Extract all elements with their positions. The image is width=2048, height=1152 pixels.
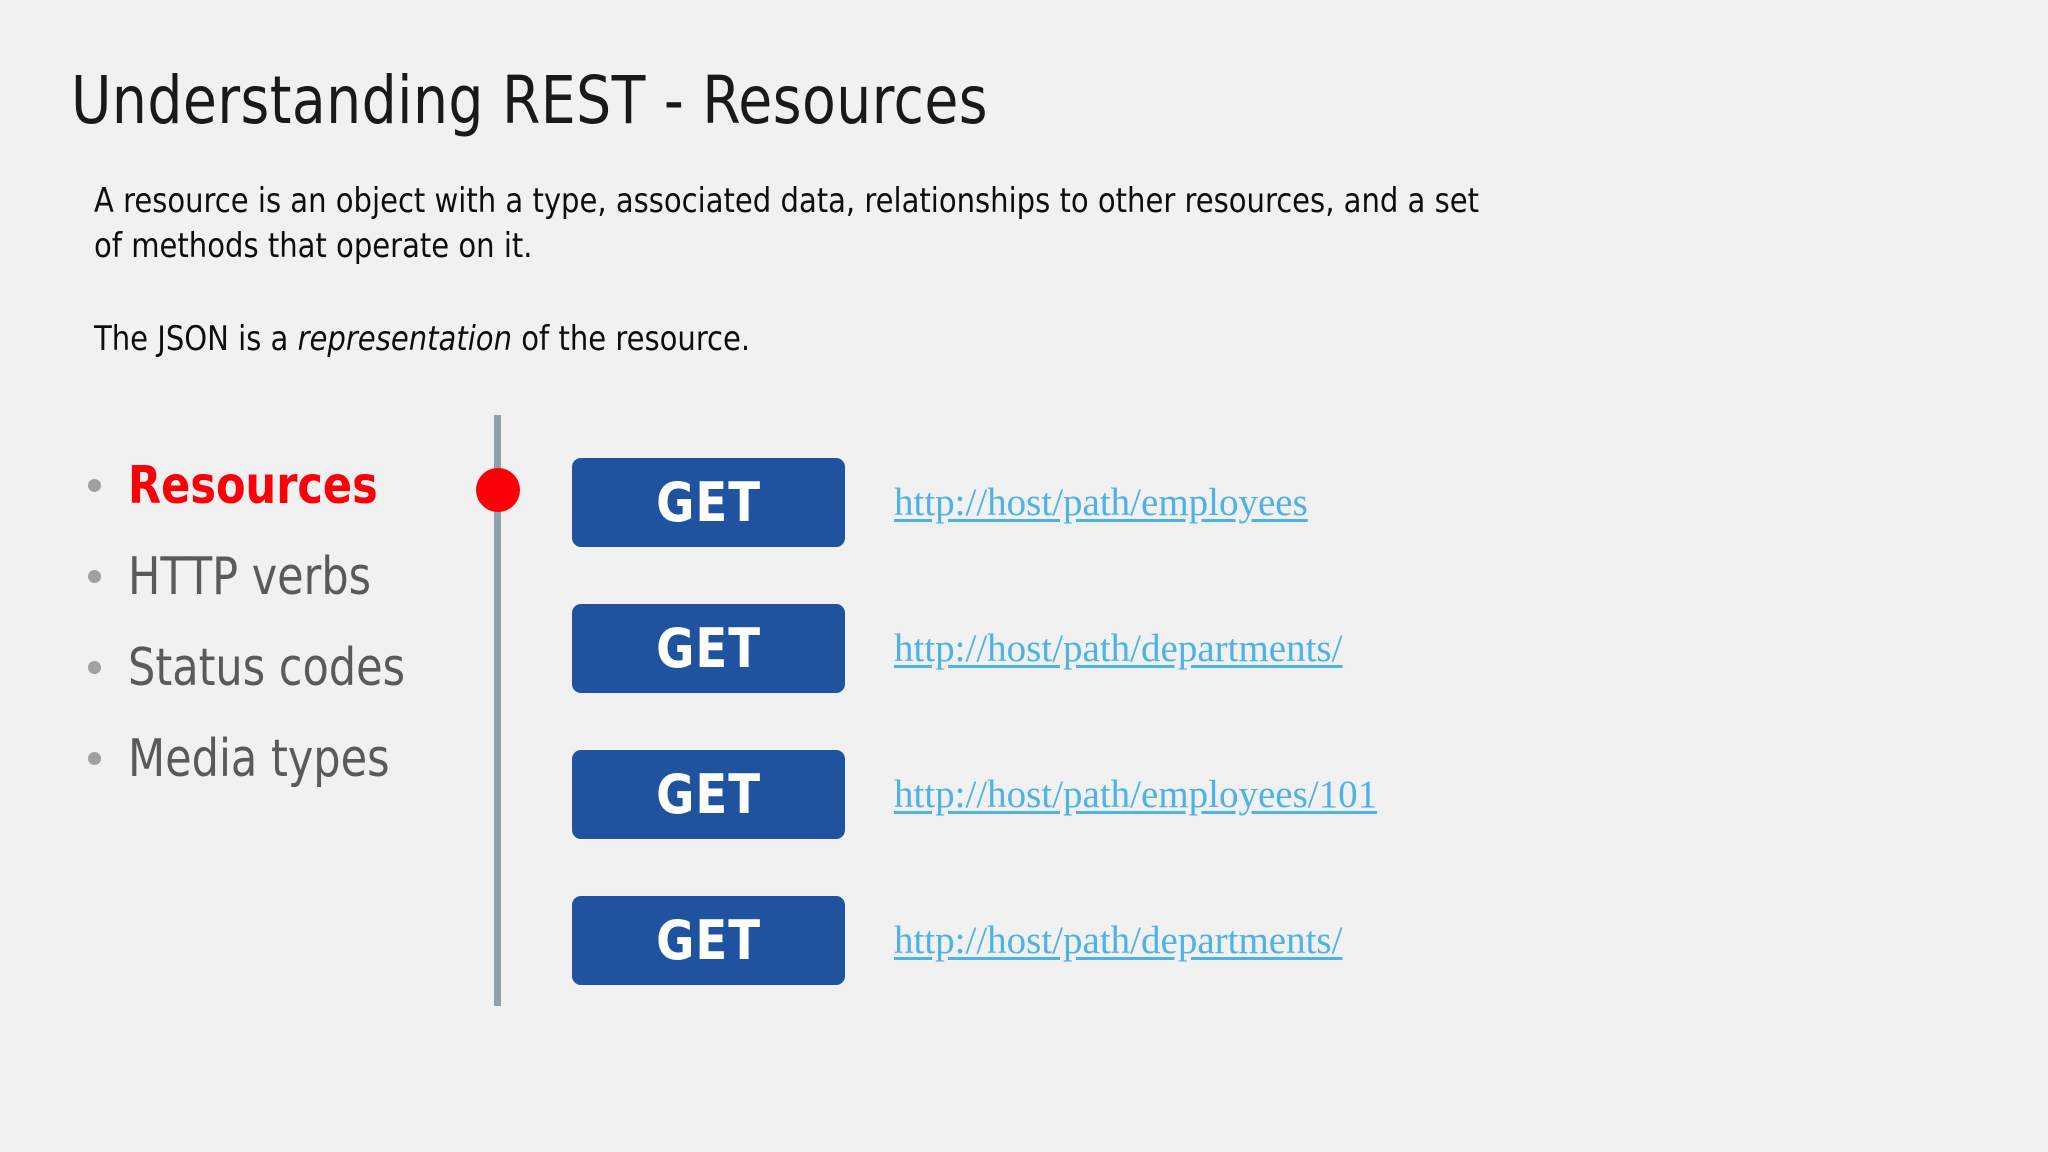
bullet-label-http-verbs: HTTP verbs xyxy=(128,546,372,607)
bullet-label-resources: Resources xyxy=(128,455,378,516)
request-row: GET http://host/path/employees xyxy=(572,458,1772,604)
timeline-marker-icon xyxy=(476,468,520,512)
bullet-dot-icon xyxy=(88,661,101,674)
get-verb-button[interactable]: GET xyxy=(572,896,845,985)
bullet-label-media-types: Media types xyxy=(128,728,390,789)
paragraph-2-before: The JSON is a xyxy=(94,319,298,359)
agenda-bullet-list: Resources HTTP verbs Status codes Media … xyxy=(88,440,508,804)
paragraph-2-after: of the resource. xyxy=(512,319,751,359)
bullet-item-resources[interactable]: Resources xyxy=(88,440,508,531)
bullet-item-media-types[interactable]: Media types xyxy=(88,713,508,804)
description-paragraph-2: The JSON is a representation of the reso… xyxy=(94,317,1500,362)
request-row: GET http://host/path/departments/ xyxy=(572,896,1772,1042)
bullet-dot-icon xyxy=(88,570,101,583)
verb-label: GET xyxy=(656,616,761,680)
request-row: GET http://host/path/employees/101 xyxy=(572,750,1772,896)
verb-label: GET xyxy=(656,908,761,972)
request-url-link[interactable]: http://host/path/departments/ xyxy=(894,919,1343,962)
bullet-item-status-codes[interactable]: Status codes xyxy=(88,622,508,713)
get-verb-button[interactable]: GET xyxy=(572,458,845,547)
request-url-link[interactable]: http://host/path/employees xyxy=(894,481,1308,524)
bullet-dot-icon xyxy=(88,479,101,492)
verb-label: GET xyxy=(656,762,761,826)
verb-label: GET xyxy=(656,470,761,534)
bullet-item-http-verbs[interactable]: HTTP verbs xyxy=(88,531,508,622)
get-verb-button[interactable]: GET xyxy=(572,604,845,693)
get-verb-button[interactable]: GET xyxy=(572,750,845,839)
request-url-link[interactable]: http://host/path/employees/101 xyxy=(894,773,1378,816)
page-title: Understanding REST - Resources xyxy=(71,62,989,140)
request-url-link[interactable]: http://host/path/departments/ xyxy=(894,627,1343,670)
bullet-dot-icon xyxy=(88,752,101,765)
timeline-divider xyxy=(494,415,501,1006)
bullet-label-status-codes: Status codes xyxy=(128,637,406,698)
paragraph-2-emphasis: representation xyxy=(297,319,512,359)
request-row: GET http://host/path/departments/ xyxy=(572,604,1772,750)
request-example-list: GET http://host/path/employees GET http:… xyxy=(572,458,1772,1042)
description-paragraph-1: A resource is an object with a type, ass… xyxy=(94,181,1480,267)
